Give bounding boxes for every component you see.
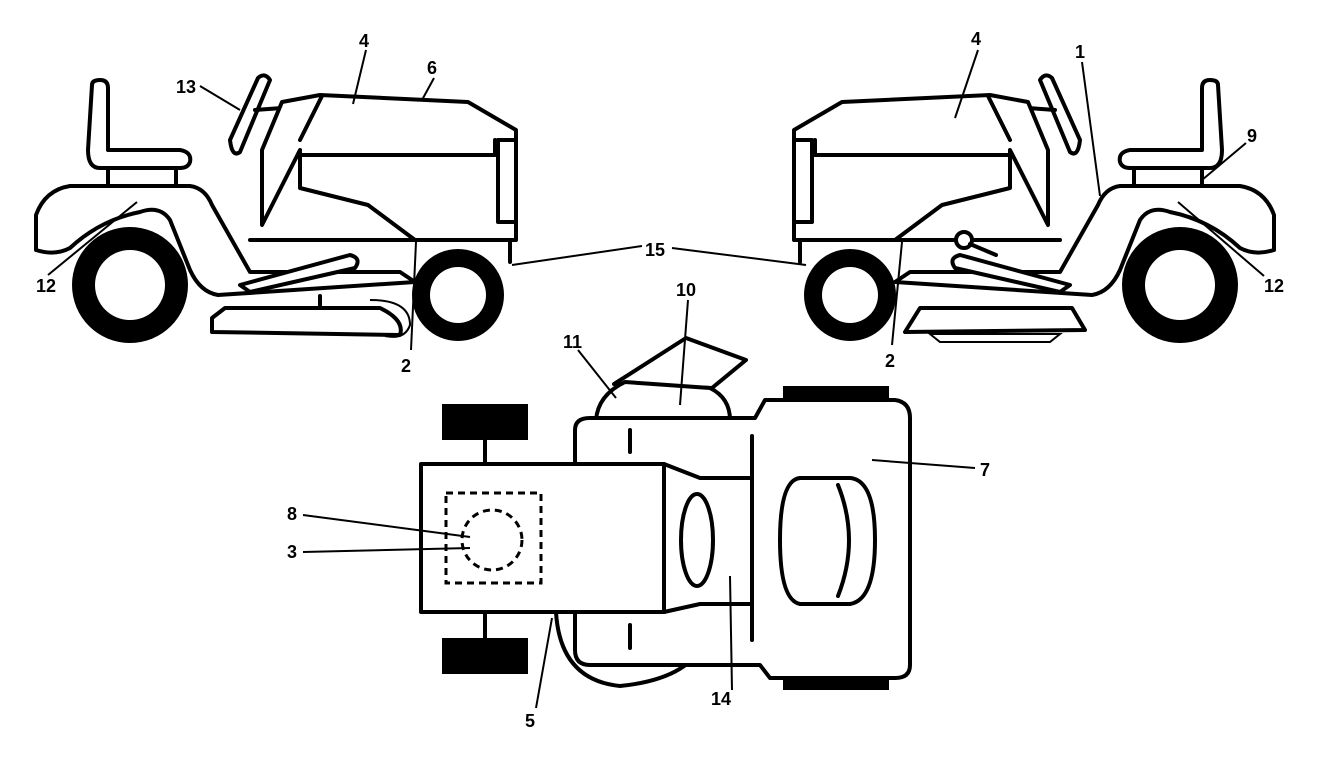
callout-12-right: 12 xyxy=(1264,276,1284,296)
hood-top xyxy=(419,462,666,614)
leader-7 xyxy=(871,459,976,469)
callout-3: 3 xyxy=(287,542,297,562)
callout-5: 5 xyxy=(525,711,535,731)
leader-10 xyxy=(679,299,689,406)
callout-4-left: 4 xyxy=(359,31,369,51)
hood-edge xyxy=(986,94,1012,142)
engine-outline-dashed xyxy=(444,491,543,585)
leader-15-right xyxy=(671,247,807,266)
leader-lines xyxy=(47,49,1265,709)
deck-top xyxy=(594,380,732,422)
seat-back-top xyxy=(836,483,851,598)
steering-wheel xyxy=(1038,73,1082,156)
front-wheel-hub xyxy=(822,267,878,323)
leader-12-left xyxy=(47,201,138,276)
callout-10: 10 xyxy=(676,280,696,300)
chassis xyxy=(248,238,512,264)
callout-6: 6 xyxy=(427,58,437,78)
leader-2-left xyxy=(410,241,417,351)
hood-edge xyxy=(298,94,324,142)
leader-4-right xyxy=(954,49,979,119)
leader-11 xyxy=(577,349,617,399)
leader-15-left xyxy=(511,245,643,266)
leader-6 xyxy=(421,77,435,101)
leader-12-right xyxy=(1177,201,1265,277)
hood xyxy=(792,93,1050,242)
callout-11: 11 xyxy=(563,332,582,352)
front-wheel-hub xyxy=(430,267,486,323)
chassis xyxy=(798,238,1062,264)
seat-base xyxy=(106,166,178,188)
lift-lever xyxy=(968,242,998,257)
callout-4-right: 4 xyxy=(971,29,981,49)
rear-tire-top xyxy=(783,386,889,400)
callout-2-right: 2 xyxy=(885,351,895,371)
foot-pedal xyxy=(238,253,360,294)
seat xyxy=(86,78,193,170)
leader-9 xyxy=(1201,142,1247,181)
leader-4-left xyxy=(352,49,367,105)
deck-skirt xyxy=(927,333,1063,343)
leader-1 xyxy=(1081,61,1101,197)
callout-numbers: 1 2 2 3 4 4 5 6 7 8 9 10 11 12 12 13 14 … xyxy=(36,29,1284,731)
seat-top xyxy=(778,476,877,606)
discharge-chute xyxy=(612,336,748,390)
rear-wheel-hub xyxy=(1145,250,1215,320)
leader-5 xyxy=(535,617,553,709)
tractor-left-side-view xyxy=(34,73,518,343)
tractor-top-view xyxy=(419,336,912,690)
callout-7: 7 xyxy=(980,460,990,480)
steering-wheel-top xyxy=(679,492,715,588)
callout-9: 9 xyxy=(1247,126,1257,146)
callout-13: 13 xyxy=(176,77,196,97)
hood-line xyxy=(298,138,497,157)
rear-wheel-hub xyxy=(95,250,165,320)
callout-2-left: 2 xyxy=(401,356,411,376)
seat-base xyxy=(1132,166,1204,188)
callout-8: 8 xyxy=(287,504,297,524)
front-tire-top xyxy=(442,404,528,440)
mower-deck xyxy=(210,306,403,337)
callout-12-left: 12 xyxy=(36,276,56,296)
deck-chute xyxy=(369,299,412,338)
hood xyxy=(260,93,518,242)
leader-8 xyxy=(302,514,471,538)
leader-2-right xyxy=(891,241,903,346)
foot-pedal xyxy=(950,253,1072,294)
mower-deck xyxy=(903,306,1087,334)
callout-1: 1 xyxy=(1075,42,1085,62)
tractor-right-side-view xyxy=(792,73,1276,343)
steering-wheel xyxy=(228,73,272,156)
leader-3 xyxy=(302,547,471,553)
callout-14: 14 xyxy=(711,689,731,709)
leader-13 xyxy=(199,85,241,111)
engine-circle-dashed xyxy=(460,508,524,572)
front-tire-bottom xyxy=(442,638,528,674)
callout-15: 15 xyxy=(645,240,665,260)
grille xyxy=(496,138,518,224)
grille xyxy=(792,138,814,224)
hood-line xyxy=(813,138,1012,157)
seat xyxy=(1117,78,1224,170)
leader-14 xyxy=(729,575,733,691)
